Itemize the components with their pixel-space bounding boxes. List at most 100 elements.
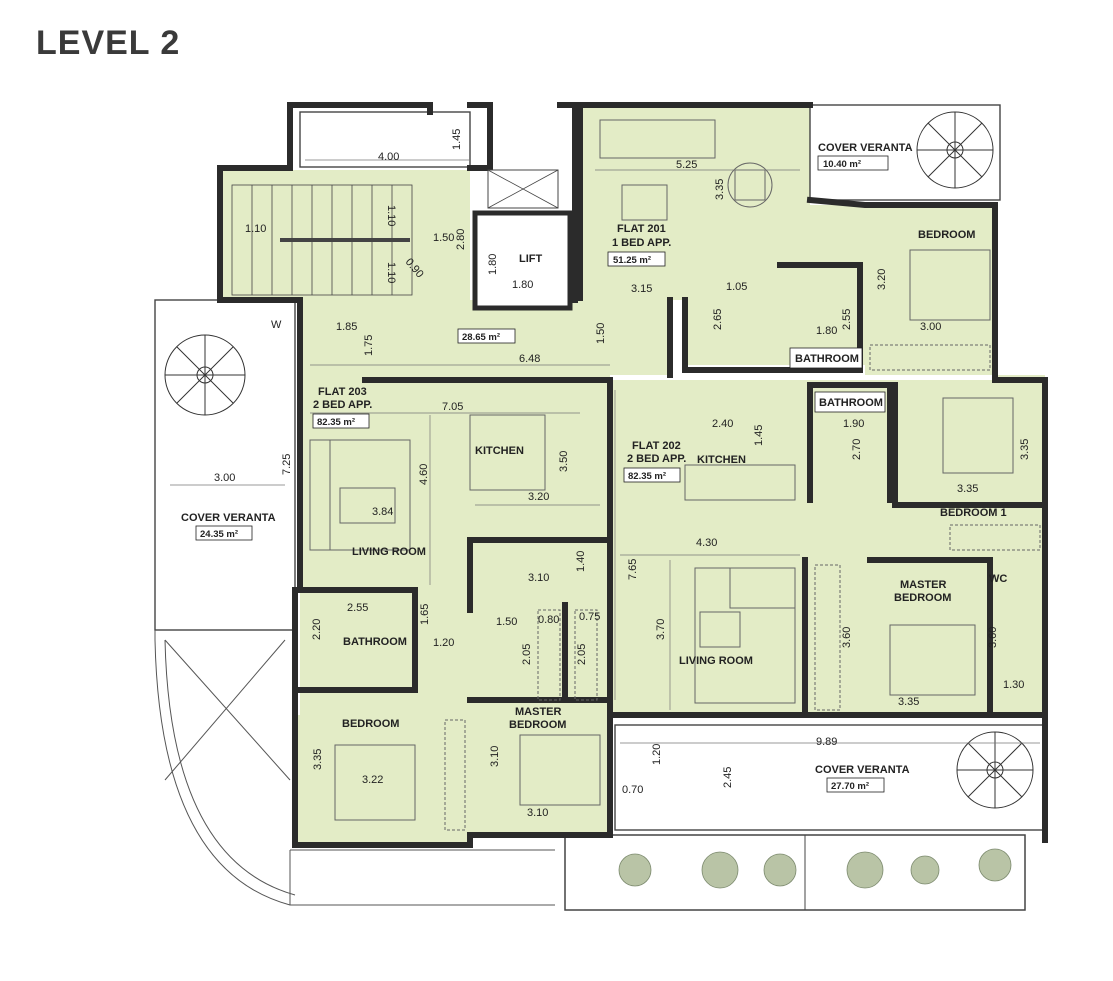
area-flat203: 82.35 m²	[317, 417, 355, 428]
dim-label: W	[271, 319, 282, 331]
label-bathroom-202: BATHROOM	[819, 397, 883, 409]
dim-label: 1.40	[575, 551, 587, 572]
planter	[564, 834, 1026, 911]
label-kitchen-203: KITCHEN	[475, 445, 524, 457]
label-flat201-type: 1 BED APP.	[612, 237, 671, 249]
dim-label: 1.45	[451, 129, 463, 150]
dim-label: 2.20	[311, 619, 323, 640]
dim-label: 2.70	[851, 439, 863, 460]
dimension-lines	[170, 159, 1040, 744]
label-flat203-type: 2 BED APP.	[313, 399, 372, 411]
dim-label: 1.10	[385, 262, 397, 283]
label-lift: LIFT	[519, 253, 542, 265]
area-cover-veranta-top: 10.40 m²	[823, 159, 861, 170]
dim-label: 2.05	[576, 644, 588, 665]
dim-label: 3.20	[528, 491, 549, 503]
label-bathroom-201: BATHROOM	[795, 353, 859, 365]
dim-label: 3.50	[558, 451, 570, 472]
dim-label: 3.22	[362, 774, 383, 786]
dim-label: 7.05	[442, 401, 463, 413]
dim-label: 1.30	[1003, 679, 1024, 691]
partitions	[309, 119, 1041, 831]
dim-label: 1.45	[753, 425, 765, 446]
label-bedroom1-202: BEDROOM 1	[940, 507, 1007, 519]
dim-label: 3.35	[1019, 439, 1031, 460]
dim-label: 2.45	[722, 767, 734, 788]
spiral-stair-bottom	[956, 731, 1034, 809]
dim-label: 2.80	[455, 229, 467, 250]
dim-label: 3.20	[876, 269, 888, 290]
dim-label: 0.70	[622, 784, 643, 796]
dim-label: 3.60	[841, 627, 853, 648]
dimension-labels: 4.00 1.45 1.10 1.10 1.10 1.50 2.80 0.90 …	[214, 129, 1031, 819]
label-bedroom-203: BEDROOM	[342, 718, 399, 730]
dim-label: 2.05	[521, 644, 533, 665]
dim-label: 3.00	[920, 321, 941, 333]
dim-label: 4.30	[696, 537, 717, 549]
dim-label: 6.48	[519, 353, 540, 365]
label-living-203: LIVING ROOM	[352, 546, 426, 558]
dim-label: 3.00	[214, 472, 235, 484]
area-common: 28.65 m²	[462, 332, 500, 343]
label-flat202: FLAT 202	[632, 440, 681, 452]
dim-label: 1.75	[363, 335, 375, 356]
dim-label: 4.60	[418, 464, 430, 485]
spiral-stair-top	[916, 111, 994, 189]
label-master-202-a: MASTER	[900, 579, 947, 591]
dim-label: 1.80	[816, 325, 837, 337]
label-flat202-type: 2 BED APP.	[627, 453, 686, 465]
dim-label: 1.80	[487, 254, 499, 275]
spiral-stair-left	[164, 334, 246, 416]
area-flat202: 82.35 m²	[628, 471, 666, 482]
dim-label: 4.00	[378, 151, 399, 163]
dim-label: 7.25	[281, 454, 293, 475]
dim-label: 7.65	[627, 559, 639, 580]
balcony-curve	[154, 630, 555, 906]
staircase	[231, 184, 413, 296]
dim-label: 3.70	[655, 619, 667, 640]
dim-label: 1.05	[726, 281, 747, 293]
label-flat203: FLAT 203	[318, 386, 367, 398]
dim-label: 3.35	[957, 483, 978, 495]
dim-label: 0.75	[579, 611, 600, 623]
area-flat201: 51.25 m²	[613, 255, 651, 266]
dim-label: 1.90	[843, 418, 864, 430]
label-kitchen-202: KITCHEN	[697, 454, 746, 466]
dim-label: 1.85	[336, 321, 357, 333]
floor-fills	[220, 105, 1045, 845]
label-master-203-a: MASTER	[515, 706, 562, 718]
dim-label: 3.35	[312, 749, 324, 770]
dim-label: 3.10	[527, 807, 548, 819]
dim-label: 3.35	[714, 179, 726, 200]
dim-label: 5.25	[676, 159, 697, 171]
dim-label: 1.80	[512, 279, 533, 291]
page-title: LEVEL 2	[36, 24, 181, 62]
lift-shaft	[472, 169, 573, 311]
label-cover-veranta-left: COVER VERANTA	[181, 512, 276, 524]
dim-label: 2.55	[347, 602, 368, 614]
dim-label: 1.20	[651, 744, 663, 765]
dim-label: 3.84	[372, 506, 393, 518]
dim-label: 3.10	[528, 572, 549, 584]
dim-label: 1.50	[433, 232, 454, 244]
dim-label: 9.89	[816, 736, 837, 748]
label-master-202-b: BEDROOM	[894, 592, 951, 604]
label-wc-202: WC	[989, 573, 1007, 585]
label-cover-veranta-bottom: COVER VERANTA	[815, 764, 910, 776]
dim-label: 1.50	[595, 323, 607, 344]
dim-label: 2.65	[712, 309, 724, 330]
dim-label: 3.15	[631, 283, 652, 295]
label-master-203-b: BEDROOM	[509, 719, 566, 731]
label-living-202: LIVING ROOM	[679, 655, 753, 667]
dim-label: 1.10	[245, 223, 266, 235]
label-flat201: FLAT 201	[617, 223, 666, 235]
dim-label: 3.60	[987, 627, 999, 648]
dim-label: 1.20	[433, 637, 454, 649]
dim-label: 2.40	[712, 418, 733, 430]
area-cover-veranta-left: 24.35 m²	[200, 529, 238, 540]
label-bathroom-203: BATHROOM	[343, 636, 407, 648]
dim-label: 1.10	[385, 205, 397, 226]
dim-label: 0.80	[538, 614, 559, 626]
label-bedroom-201: BEDROOM	[918, 229, 975, 241]
